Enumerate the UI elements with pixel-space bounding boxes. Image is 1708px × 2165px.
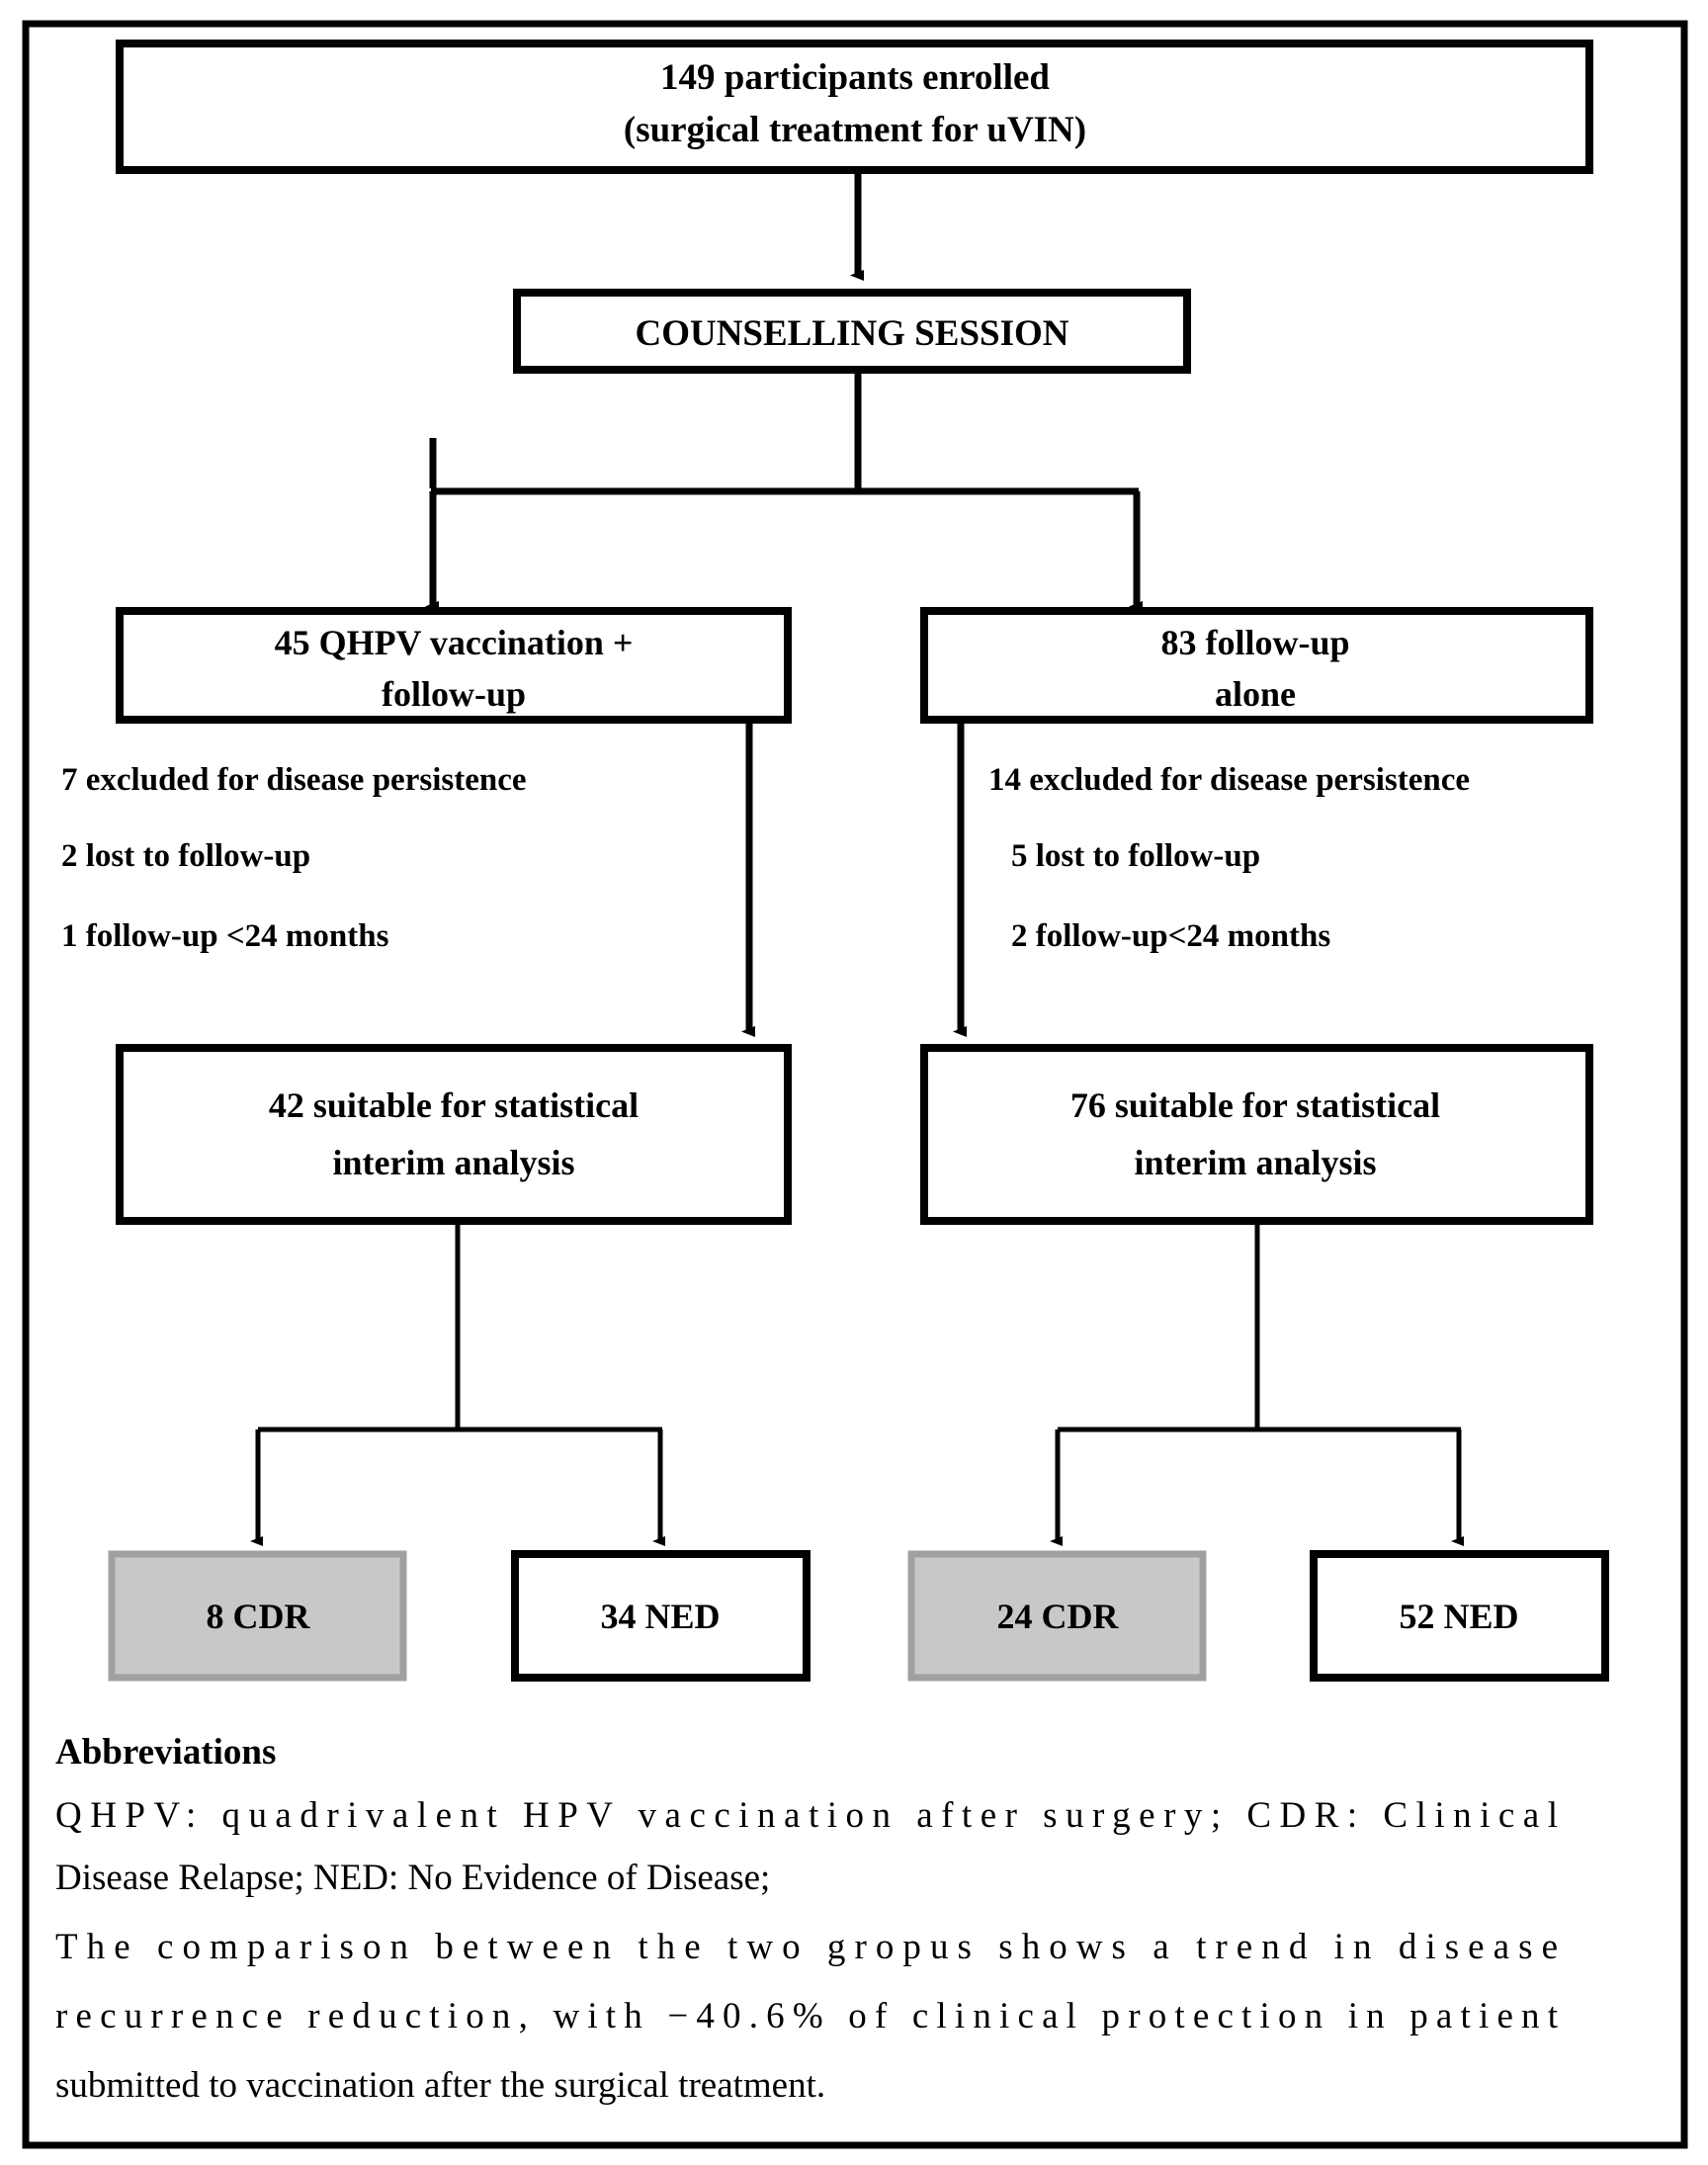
node-analysis-vaccine-box (116, 1044, 792, 1225)
node-analysis-vaccine-line1: 42 suitable for statistical (269, 1085, 639, 1125)
abbreviations-line-0: QHPV: quadrivalent HPV vaccination after… (55, 1795, 1558, 1836)
node-outcome-vaccine-cdr-label: 8 CDR (207, 1597, 311, 1636)
node-arm-vaccine-box (116, 607, 792, 724)
node-analysis-followup-line2: interim analysis (1134, 1143, 1376, 1182)
exclusion-followup-0: 14 excluded for disease persistence (988, 762, 1470, 798)
abbreviations-line-3: recurrence reduction, with −40.6% of cli… (55, 1996, 1559, 2036)
exclusion-vaccine-0: 7 excluded for disease persistence (61, 762, 527, 798)
abbreviations-heading: Abbreviations (55, 1732, 276, 1773)
node-outcome-followup-cdr-label: 24 CDR (997, 1597, 1120, 1636)
node-enrolled-line1: 149 participants enrolled (660, 57, 1050, 98)
abbreviations-line-1: Disease Relapse; NED: No Evidence of Dis… (55, 1858, 770, 1898)
exclusion-followup-2: 2 follow-up<24 months (1011, 918, 1330, 954)
node-outcome-vaccine-ned-label: 34 NED (600, 1597, 720, 1636)
node-enrolled-line2: (surgical treatment for uVIN) (624, 110, 1086, 150)
node-analysis-vaccine-line2: interim analysis (332, 1143, 574, 1182)
node-counselling-box (513, 289, 1191, 374)
node-arm-vaccine-line1: 45 QHPV vaccination + (275, 623, 634, 662)
node-outcome-vaccine-cdr-box (108, 1550, 407, 1682)
node-arm-followup-line2: alone (1215, 674, 1296, 714)
node-counselling-label: COUNSELLING SESSION (635, 313, 1068, 354)
node-analysis-followup-box (920, 1044, 1593, 1225)
node-outcome-followup-ned-label: 52 NED (1399, 1597, 1518, 1636)
node-analysis-followup-line1: 76 suitable for statistical (1070, 1085, 1440, 1125)
node-outcome-followup-ned-box (1310, 1550, 1609, 1682)
exclusion-vaccine-1: 2 lost to follow-up (61, 838, 310, 874)
abbreviations-line-2: The comparison between the two gropus sh… (55, 1927, 1558, 1967)
node-outcome-vaccine-ned-box (511, 1550, 811, 1682)
node-arm-vaccine-line2: follow-up (382, 674, 526, 714)
exclusion-vaccine-2: 1 follow-up <24 months (61, 918, 389, 954)
node-arm-followup-box (920, 607, 1593, 724)
exclusion-followup-1: 5 lost to follow-up (1011, 838, 1260, 874)
node-arm-followup-line1: 83 follow-up (1160, 623, 1349, 662)
node-outcome-followup-cdr-box (907, 1550, 1207, 1682)
abbreviations-line-4: submitted to vaccination after the surgi… (55, 2065, 825, 2106)
figure-border (22, 20, 1688, 2149)
